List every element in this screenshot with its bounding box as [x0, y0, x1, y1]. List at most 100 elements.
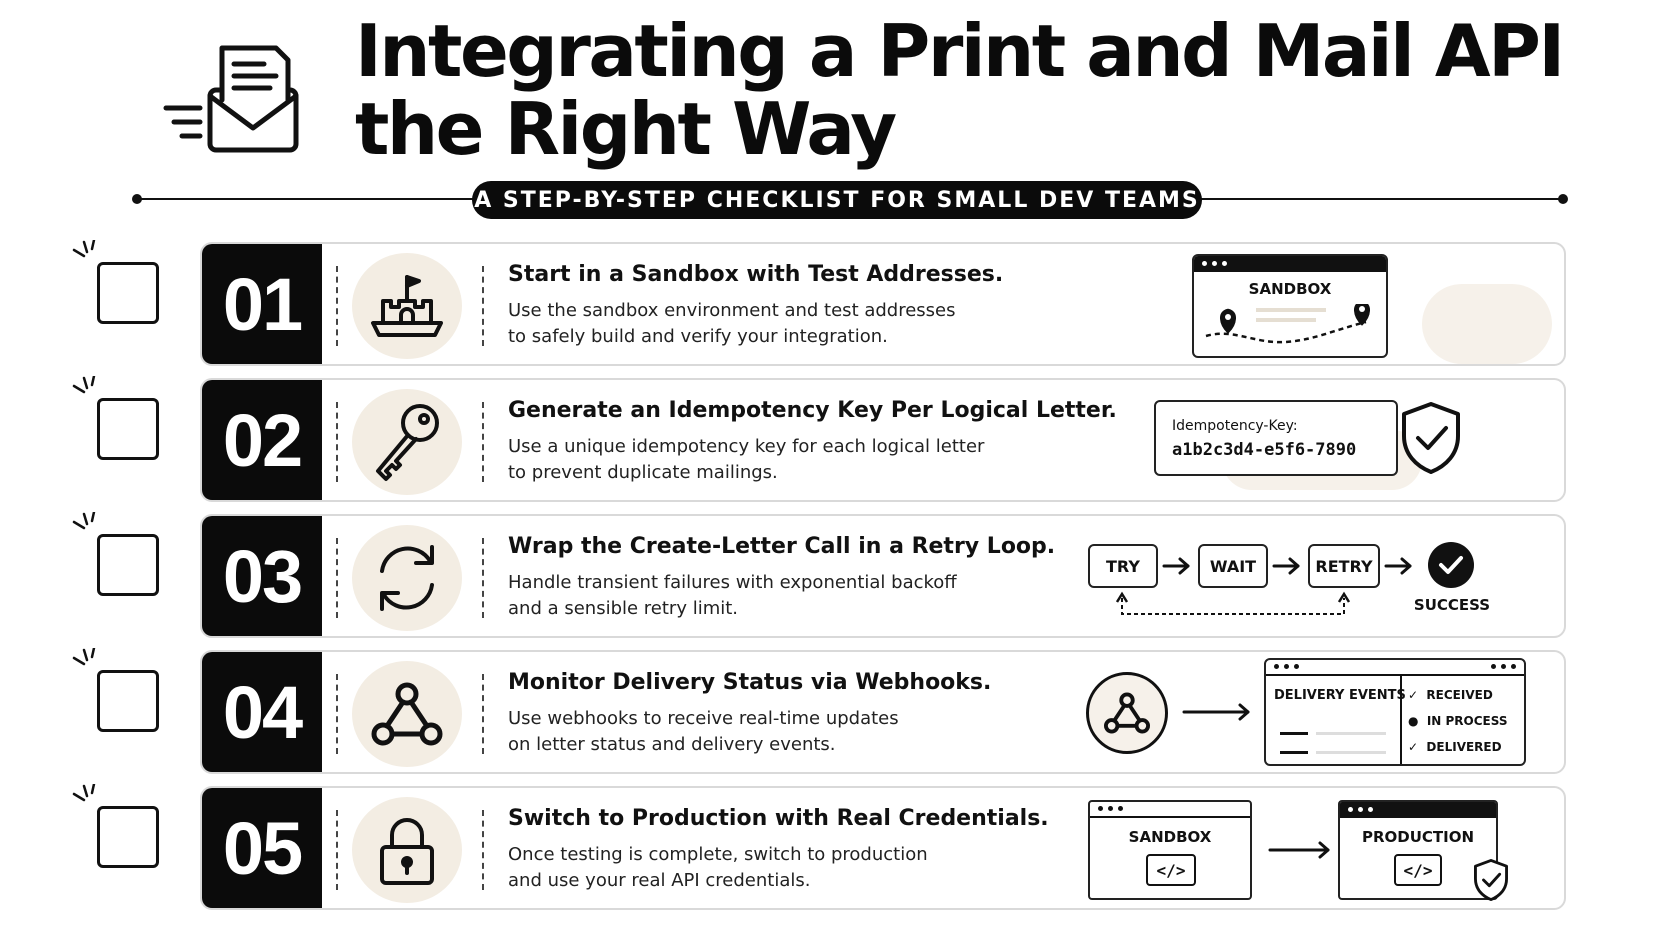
- dashed-divider: [336, 266, 338, 346]
- shield-check-icon: [1472, 858, 1510, 906]
- desc-line: and a sensible retry limit.: [508, 598, 739, 619]
- event-label: IN PROCESS: [1426, 714, 1508, 728]
- dashed-divider: [336, 402, 338, 482]
- dashed-divider: [336, 674, 338, 754]
- sandcastle-icon: [352, 253, 462, 359]
- desc-line: Once testing is complete, switch to prod…: [508, 844, 928, 865]
- checkbox-spark-icon: [70, 510, 96, 540]
- step-card-1: 01 Start in a Sandbox with Test Addresse…: [200, 242, 1566, 366]
- idempotency-key-card: Idempotency-Key: a1b2c3d4-e5f6-7890: [1154, 400, 1398, 476]
- webhook-icon: [352, 661, 462, 767]
- sandbox-label: SANDBOX: [1248, 280, 1332, 298]
- desc-line: Use a unique idempotency key for each lo…: [508, 436, 985, 457]
- step-3-checkbox[interactable]: [97, 534, 159, 596]
- step-description: Use a unique idempotency key for each lo…: [508, 434, 1028, 486]
- arrow-right-icon: [1162, 557, 1190, 575]
- shield-check-icon: [1398, 400, 1464, 480]
- step-number: 02: [202, 380, 322, 500]
- desc-line: Use webhooks to receive real-time update…: [508, 708, 899, 729]
- sandbox-window: SANDBOX: [1192, 254, 1388, 358]
- padlock-icon: [352, 797, 462, 903]
- title-line-2: the Right Way: [355, 87, 897, 171]
- desc-line: to safely build and verify your integrat…: [508, 326, 888, 347]
- dashed-divider: [482, 674, 484, 754]
- desc-line: and use your real API credentials.: [508, 870, 811, 891]
- step-card-5: 05 Switch to Production with Real Creden…: [200, 786, 1566, 910]
- key-icon: [352, 389, 462, 495]
- desc-line: on letter status and delivery events.: [508, 734, 836, 755]
- dashed-divider: [482, 810, 484, 890]
- webhook-badge-icon: [1086, 672, 1168, 754]
- arrow-right-icon: [1272, 557, 1300, 575]
- idempotency-key-value: a1b2c3d4-e5f6-7890: [1172, 440, 1357, 460]
- sandbox-env-label: SANDBOX: [1128, 828, 1212, 846]
- window-titlebar: [1194, 256, 1386, 272]
- dashed-divider: [482, 402, 484, 482]
- production-env-window: PRODUCTION </>: [1338, 800, 1498, 900]
- window-titlebar: [1340, 802, 1496, 818]
- event-in-process: ● IN PROCESS: [1408, 714, 1508, 728]
- desc-line: Handle transient failures with exponenti…: [508, 572, 957, 593]
- event-placeholder-lines: [1280, 720, 1390, 764]
- success-label: SUCCESS: [1413, 596, 1491, 614]
- code-icon: </>: [1146, 854, 1196, 886]
- window-titlebar: [1266, 660, 1524, 676]
- title-line-1: Integrating a Print and Mail API: [355, 9, 1565, 93]
- sandbox-env-window: SANDBOX </>: [1088, 800, 1252, 900]
- dashed-divider: [336, 810, 338, 890]
- retry-loop-arrow: [1115, 591, 1351, 615]
- desc-line: to prevent duplicate mailings.: [508, 462, 778, 483]
- divider-right-dot: [1558, 194, 1568, 204]
- event-delivered: ✓ DELIVERED: [1408, 740, 1502, 754]
- step-2-checkbox[interactable]: [97, 398, 159, 460]
- desc-line: Use the sandbox environment and test add…: [508, 300, 956, 321]
- arrow-right-icon: [1182, 703, 1250, 721]
- step-number: 01: [202, 244, 322, 364]
- checkbox-spark-icon: [70, 374, 96, 404]
- step-card-2: 02 Generate an Idempotency Key Per Logic…: [200, 378, 1566, 502]
- production-env-label: PRODUCTION: [1361, 828, 1475, 846]
- step-description: Once testing is complete, switch to prod…: [508, 842, 1028, 894]
- step-1-checkbox[interactable]: [97, 262, 159, 324]
- arrow-right-icon: [1384, 557, 1412, 575]
- try-step: TRY: [1088, 544, 1158, 588]
- step-title: Monitor Delivery Status via Webhooks.: [508, 670, 992, 695]
- step-number: 03: [202, 516, 322, 636]
- divider-left-dot: [132, 194, 142, 204]
- code-icon: </>: [1394, 854, 1442, 886]
- subtitle-pill: A STEP-BY-STEP CHECKLIST FOR SMALL DEV T…: [472, 181, 1202, 219]
- events-divider: [1400, 676, 1402, 764]
- checkbox-spark-icon: [70, 646, 96, 676]
- success-check-icon: [1428, 542, 1474, 588]
- step-4-checkbox[interactable]: [97, 670, 159, 732]
- step-title: Switch to Production with Real Credentia…: [508, 806, 1049, 831]
- step-description: Handle transient failures with exponenti…: [508, 570, 1028, 622]
- step-title: Start in a Sandbox with Test Addresses.: [508, 262, 1004, 287]
- step-5-checkbox[interactable]: [97, 806, 159, 868]
- delivery-events-window: DELIVERY EVENTS ✓ RECEIVED ● IN PROCESS …: [1264, 658, 1526, 766]
- route-map-icon: [1205, 304, 1370, 344]
- dashed-divider: [482, 538, 484, 618]
- beige-blob: [1422, 284, 1552, 364]
- step-title: Wrap the Create-Letter Call in a Retry L…: [508, 534, 1056, 559]
- envelope-letter-icon: [160, 38, 310, 158]
- step-number: 05: [202, 788, 322, 908]
- step-card-4: 04 Monitor Delivery Status via Webhooks.…: [200, 650, 1566, 774]
- step-description: Use webhooks to receive real-time update…: [508, 706, 1028, 758]
- step-number: 04: [202, 652, 322, 772]
- retry-step: RETRY: [1308, 544, 1380, 588]
- event-label: RECEIVED: [1426, 688, 1493, 702]
- event-received: ✓ RECEIVED: [1408, 688, 1493, 702]
- step-title: Generate an Idempotency Key Per Logical …: [508, 398, 1117, 423]
- delivery-events-header: DELIVERY EVENTS: [1274, 688, 1406, 703]
- step-description: Use the sandbox environment and test add…: [508, 298, 1028, 350]
- arrow-right-icon: [1268, 841, 1330, 859]
- refresh-icon: [352, 525, 462, 631]
- dashed-divider: [336, 538, 338, 618]
- step-card-3: 03 Wrap the Create-Letter Call in a Retr…: [200, 514, 1566, 638]
- window-titlebar: [1090, 802, 1250, 818]
- dashed-divider: [482, 266, 484, 346]
- idempotency-key-label: Idempotency-Key:: [1172, 418, 1298, 434]
- event-label: DELIVERED: [1426, 740, 1502, 754]
- checkbox-spark-icon: [70, 238, 96, 268]
